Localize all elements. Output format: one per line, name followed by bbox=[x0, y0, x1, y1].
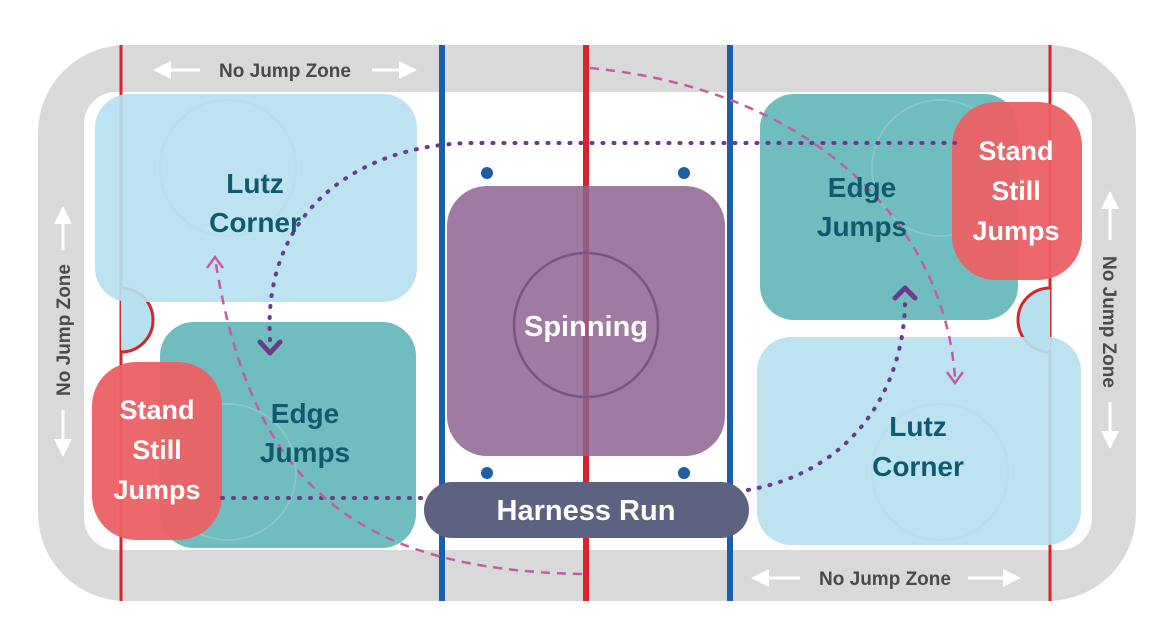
stand-still-right-line2: Still bbox=[991, 176, 1041, 206]
edge-jumps-left-line1: Edge bbox=[271, 398, 339, 429]
stand-still-left-line2: Still bbox=[132, 435, 182, 465]
center-circle bbox=[512, 251, 660, 399]
lutz-corner-zone-right bbox=[757, 337, 1081, 545]
no-jump-arrows bbox=[54, 61, 1119, 587]
stand-still-left-line3: Jumps bbox=[113, 475, 200, 505]
no-jump-zone-label-right: No Jump Zone bbox=[1098, 256, 1119, 388]
stand-still-zone-right bbox=[952, 102, 1082, 280]
down-chevron-icon bbox=[257, 339, 283, 356]
edge-jumps-right-line1: Edge bbox=[828, 172, 896, 203]
pink-arrow-down-icon bbox=[945, 371, 965, 386]
stand-still-right-line3: Jumps bbox=[972, 216, 1059, 246]
stand-still-left-line1: Stand bbox=[119, 395, 194, 425]
up-chevron-icon bbox=[892, 285, 918, 301]
spinning-label: Spinning bbox=[524, 311, 648, 343]
edge-jumps-right-line2: Jumps bbox=[817, 211, 907, 242]
edge-jumps-left-line2: Jumps bbox=[260, 437, 350, 468]
lutz-corner-zone-left bbox=[95, 94, 417, 302]
no-jump-zone-label-top: No Jump Zone bbox=[219, 61, 351, 82]
faceoff-dots bbox=[481, 167, 690, 479]
stand-still-zone-left bbox=[92, 362, 222, 540]
edge-jumps-zone-left bbox=[160, 322, 416, 548]
stand-still-right-line1: Stand bbox=[978, 136, 1053, 166]
pink-dashed-paths bbox=[213, 66, 957, 576]
lutz-corner-right-line2: Corner bbox=[872, 451, 964, 482]
spinning-zone bbox=[447, 186, 725, 456]
lutz-corner-left-line1: Lutz bbox=[226, 168, 284, 199]
harness-run-label: Harness Run bbox=[497, 495, 676, 527]
no-jump-zone-label-bottom: No Jump Zone bbox=[819, 569, 951, 590]
no-jump-zone-label-left: No Jump Zone bbox=[54, 264, 75, 396]
lutz-corner-right-line1: Lutz bbox=[889, 411, 947, 442]
pink-arrow-up-icon bbox=[205, 254, 225, 269]
purple-dotted-paths bbox=[220, 141, 957, 500]
lutz-corner-left-line2: Corner bbox=[209, 207, 301, 238]
harness-run-bar bbox=[424, 482, 749, 538]
